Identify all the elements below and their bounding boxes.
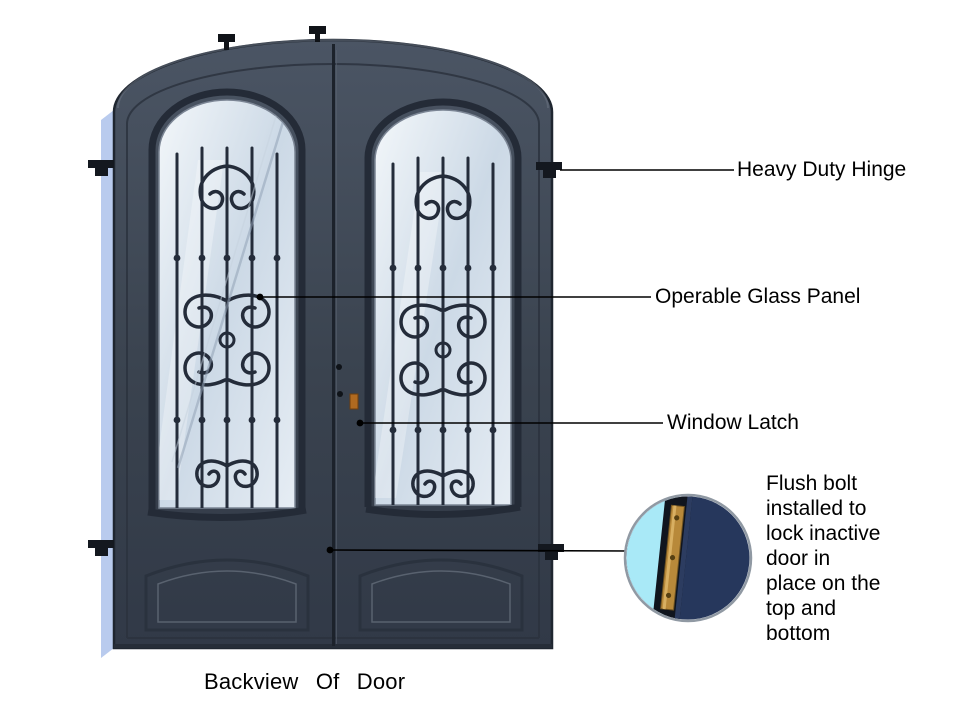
label-window-latch: Window Latch [667, 411, 799, 434]
bore-hole-top [336, 364, 342, 370]
flush-bolt-inset [623, 493, 753, 623]
lower-door-panels [144, 558, 524, 632]
flush-bolt-note-line: installed to [766, 497, 867, 520]
flush-bolt-callout-line [329, 549, 630, 552]
operable-panel-edge [176, 111, 288, 469]
label-operable-glass-panel: Operable Glass Panel [655, 285, 861, 308]
flush-bolt-note-line: lock inactive [766, 522, 881, 545]
flush-bolt-note-line: door in [766, 547, 831, 570]
callout-lines [260, 169, 734, 552]
flush-bolt-note-line: bottom [766, 622, 831, 645]
left-door-window [147, 88, 307, 522]
right-door-window [364, 98, 522, 519]
figure-caption: Backview Of Door [204, 669, 406, 694]
callout-dots [256, 293, 364, 554]
flush-bolt-note-line: Flush bolt [766, 472, 858, 495]
door-jamb-strip [101, 110, 114, 658]
window-latch-icon [349, 393, 359, 410]
label-flush-bolt-note: Flush bolt installed to lock inactive do… [766, 471, 880, 646]
label-heavy-duty-hinge: Heavy Duty Hinge [737, 158, 907, 181]
door-hardware [336, 364, 359, 410]
flush-bolt-note-line: place on the [766, 572, 881, 595]
flush-bolt-note-line: top and [766, 597, 837, 620]
bore-hole-bottom [337, 391, 343, 397]
